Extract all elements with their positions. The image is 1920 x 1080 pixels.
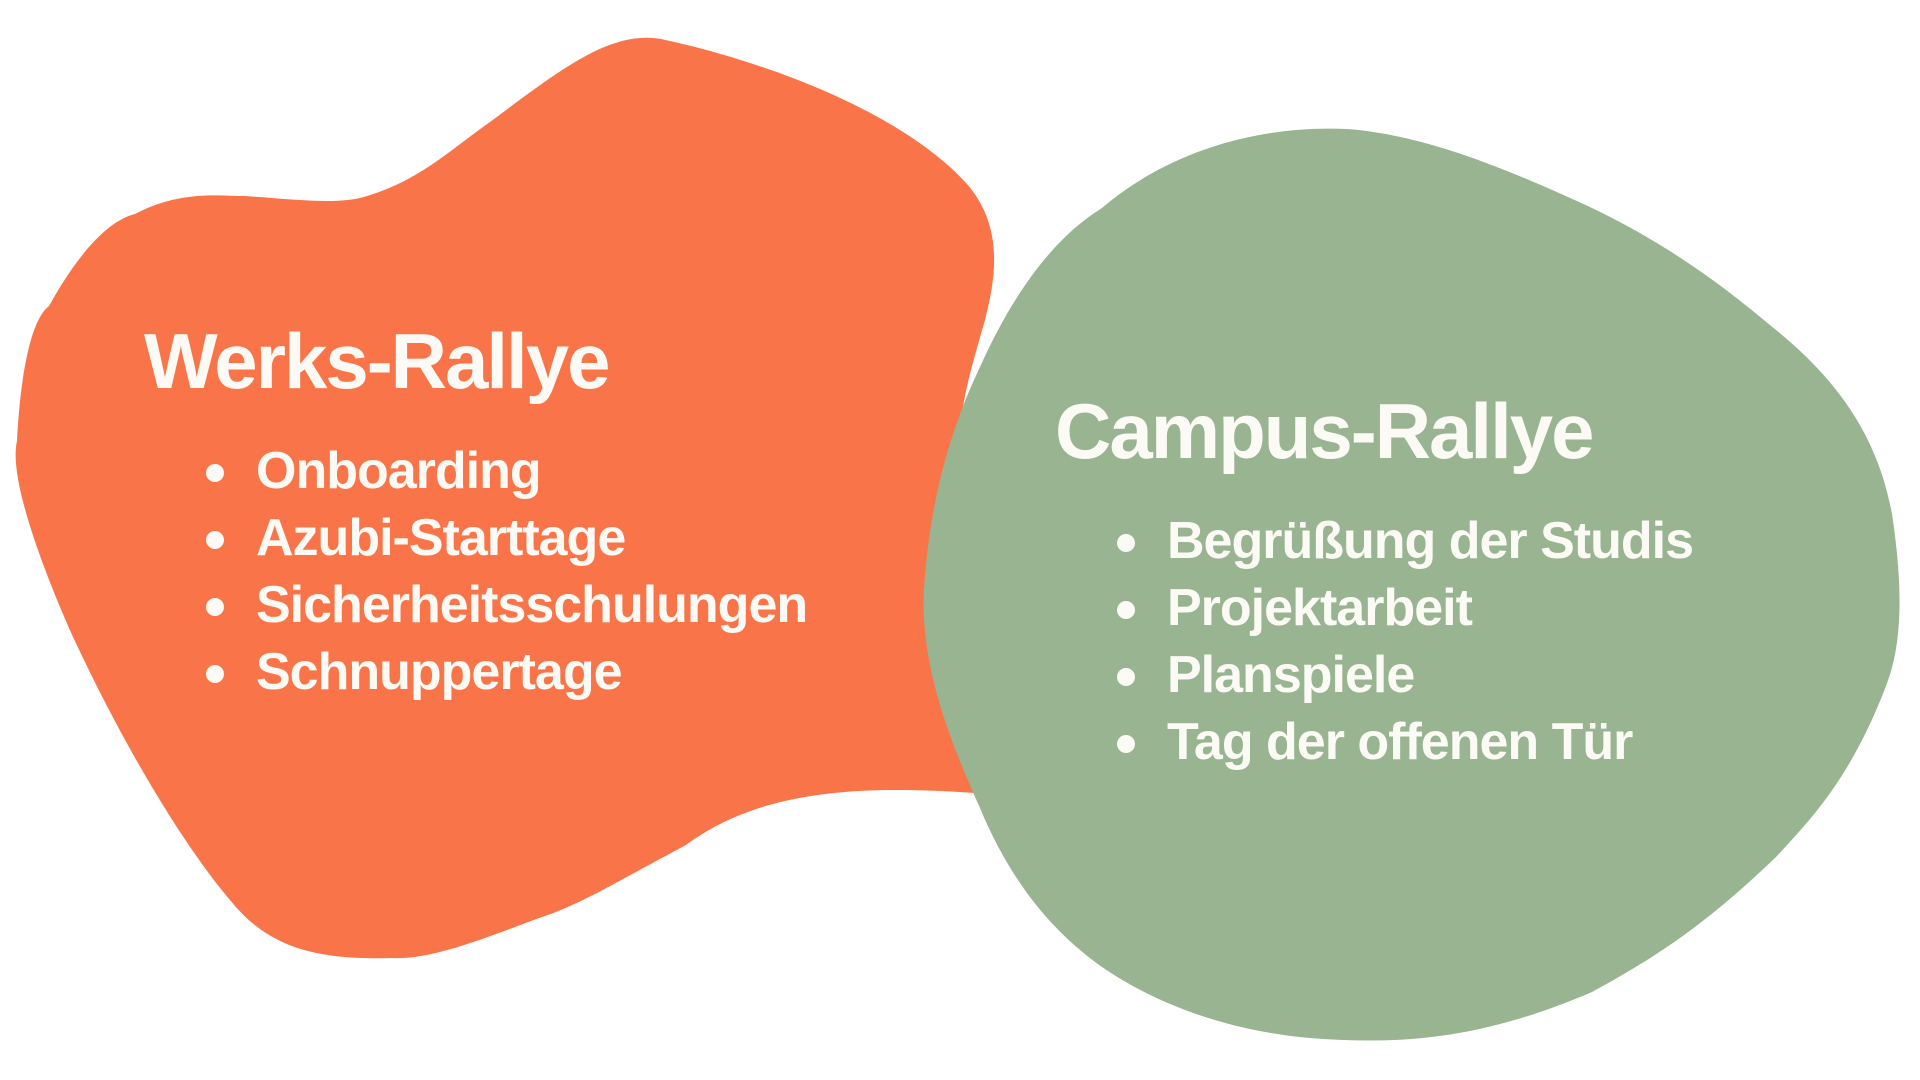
campus-rallye-title: Campus-Rallye: [1055, 387, 1595, 475]
list-item: Tag der offenen Tür: [1117, 709, 1693, 776]
bullet-dot-icon: [206, 665, 224, 683]
bullet-dot-icon: [1117, 735, 1135, 753]
list-item: Sicherheitsschulungen: [206, 572, 808, 639]
bullet-dot-icon: [206, 531, 224, 549]
werks-rallye-group: Werks-Rallye Onboarding Azubi-Starttage …: [144, 317, 808, 706]
campus-rallye-list: Begrüßung der Studis Projektarbeit Plans…: [1117, 508, 1694, 776]
bullet-dot-icon: [206, 464, 224, 482]
bullet-dot-icon: [1117, 534, 1135, 552]
bullet-dot-icon: [1117, 668, 1135, 686]
bullet-dot-icon: [206, 598, 224, 616]
list-item: Planspiele: [1117, 642, 1693, 709]
list-item: Azubi-Starttage: [206, 505, 807, 572]
list-item: Begrüßung der Studis: [1117, 508, 1694, 575]
campus-blob: [923, 128, 1900, 1041]
campus-rallye-group: Campus-Rallye Begrüßung der Studis Proje…: [1055, 387, 1694, 776]
list-item: Projektarbeit: [1117, 575, 1693, 642]
werks-rallye-list: Onboarding Azubi-Starttage Sicherheitssc…: [206, 438, 808, 706]
werks-rallye-title: Werks-Rallye: [144, 317, 611, 405]
list-item: Onboarding: [206, 438, 807, 505]
list-item: Schnuppertage: [206, 639, 807, 706]
werks-blob: [15, 37, 995, 959]
bullet-dot-icon: [1117, 601, 1135, 619]
